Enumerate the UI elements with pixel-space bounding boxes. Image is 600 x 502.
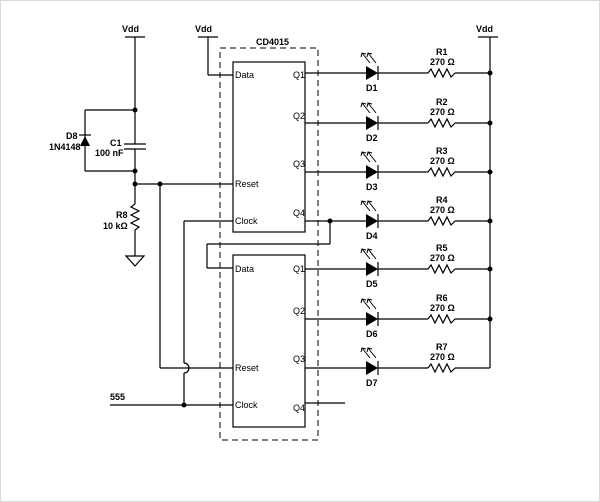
resistor-value: 270 Ω	[430, 107, 455, 117]
chip-top-q2-pin: Q2	[293, 111, 305, 121]
ic-name: CD4015	[256, 37, 289, 47]
led-ref: D6	[366, 329, 378, 339]
led-symbol	[360, 52, 379, 80]
resistor-ref: R5	[436, 243, 448, 253]
led-ref: D5	[366, 279, 378, 289]
chip-bottom-reset-pin: Reset	[235, 363, 259, 373]
led-ref: D2	[366, 133, 378, 143]
chip-bottom-q3-pin: Q3	[293, 354, 305, 364]
ground-symbol	[124, 255, 146, 267]
c1-value: 100 nF	[95, 148, 124, 158]
capacitor-c1: C1 100 nF	[95, 110, 146, 184]
chip-bottom: Data Reset Clock Q1 Q2 Q3 Q4	[232, 254, 306, 428]
resistor-value: 270 Ω	[430, 205, 455, 215]
cascade-net	[206, 218, 333, 269]
led-ref: D3	[366, 182, 378, 192]
reset-net	[135, 181, 233, 369]
resistor-ref: R3	[436, 146, 448, 156]
resistor-ref: R7	[436, 342, 448, 352]
chip-top-q1-pin: Q1	[293, 70, 305, 80]
resistor-r8: R8 10 kΩ	[103, 184, 141, 256]
chip-top-reset-pin: Reset	[235, 179, 259, 189]
resistor-value: 270 Ω	[430, 156, 455, 166]
led-ref: D1	[366, 83, 378, 93]
vdd-label-right: Vdd	[476, 24, 493, 34]
resistor-ref: R4	[436, 195, 448, 205]
resistor-symbol	[427, 166, 456, 178]
led-symbol	[360, 347, 379, 375]
resistor-value: 270 Ω	[430, 253, 455, 263]
chip-bottom-clock-pin: Clock	[235, 400, 258, 410]
vdd-supply-right: Vdd	[476, 24, 498, 368]
resistor-symbol	[427, 117, 456, 129]
resistor-ref: R6	[436, 293, 448, 303]
vdd-supply-middle: Vdd	[195, 24, 233, 76]
chip-top: Data Reset Clock Q1 Q2 Q3 Q4	[232, 61, 306, 233]
vdd-label-left: Vdd	[122, 24, 139, 34]
r8-value: 10 kΩ	[103, 221, 128, 231]
diode-d8: D8 1N4148	[49, 109, 135, 172]
resistor-ref: R1	[436, 47, 448, 57]
input-555-label: 555	[110, 392, 125, 402]
chip-bottom-q1-pin: Q1	[293, 264, 305, 274]
r8-ref: R8	[116, 210, 128, 220]
led-symbol	[360, 200, 379, 228]
led-symbol	[360, 248, 379, 276]
resistor-ref: R2	[436, 97, 448, 107]
chip-bottom-data-pin: Data	[235, 264, 254, 274]
clock-net: 555	[110, 220, 233, 408]
vdd-supply-left: Vdd	[122, 24, 145, 110]
d8-part: 1N4148	[49, 142, 81, 152]
resistor-symbol	[427, 263, 456, 275]
resistor-symbol	[427, 362, 456, 374]
resistor-value: 270 Ω	[430, 352, 455, 362]
c1-ref: C1	[110, 138, 122, 148]
led-symbol	[360, 102, 379, 130]
resistor-value: 270 Ω	[430, 303, 455, 313]
led-symbol	[360, 298, 379, 326]
resistor-symbol	[427, 215, 456, 227]
chip-top-clock-pin: Clock	[235, 216, 258, 226]
led-ref: D7	[366, 378, 378, 388]
chip-top-q4-pin: Q4	[293, 208, 305, 218]
d8-ref: D8	[66, 131, 78, 141]
vdd-label-middle: Vdd	[195, 24, 212, 34]
chip-bottom-q2-pin: Q2	[293, 306, 305, 316]
resistor-value: 270 Ω	[430, 57, 455, 67]
led-symbol	[360, 151, 379, 179]
resistor-symbol	[427, 67, 456, 79]
chip-top-q3-pin: Q3	[293, 159, 305, 169]
chip-top-data-pin: Data	[235, 70, 254, 80]
led-ref: D4	[366, 231, 378, 241]
resistor-symbol	[427, 313, 456, 325]
chip-bottom-q4-pin: Q4	[293, 403, 305, 413]
